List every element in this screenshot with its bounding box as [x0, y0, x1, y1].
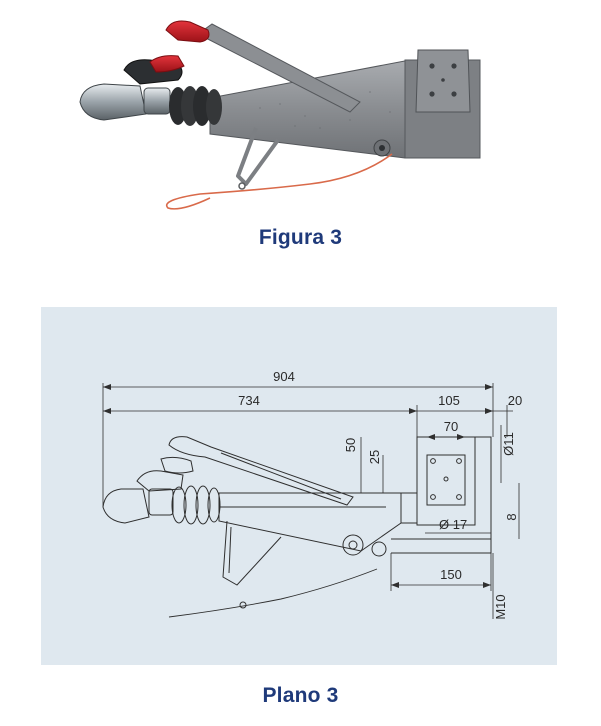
dim-vertical-25: 25	[367, 450, 382, 464]
dim-mount-width: 105	[438, 393, 460, 408]
dim-length-to-mount: 734	[238, 393, 260, 408]
dim-hole-diameter-17: Ø 17	[439, 517, 467, 532]
dim-overall-length: 904	[273, 369, 295, 384]
dim-hole-diameter-11: Ø11	[501, 432, 516, 456]
technical-drawing-panel: 904 734 105 20 70 50 25 Ø11 Ø 17 8 150 M…	[41, 307, 557, 665]
support-strut	[236, 127, 280, 186]
hand-brake-lever	[165, 20, 361, 113]
plan-caption: Plano 3	[262, 684, 339, 707]
dim-end-offset: 20	[508, 393, 522, 408]
rubber-bellows	[169, 86, 222, 126]
technical-drawing: 904 734 105 20 70 50 25 Ø11 Ø 17 8 150 M…	[102, 369, 522, 620]
breakaway-cable	[165, 153, 393, 210]
dim-height-8: 8	[504, 513, 519, 520]
dim-vertical-50: 50	[343, 438, 358, 452]
coupling-head	[79, 55, 185, 121]
lever-pivot	[373, 139, 391, 157]
dim-hole-spacing: 70	[444, 419, 458, 434]
dim-bottom-length: 150	[440, 567, 462, 582]
dim-thread-m10: M10	[493, 594, 508, 619]
tow-hitch-photo	[79, 20, 481, 210]
figure-caption: Figura 3	[258, 226, 343, 249]
